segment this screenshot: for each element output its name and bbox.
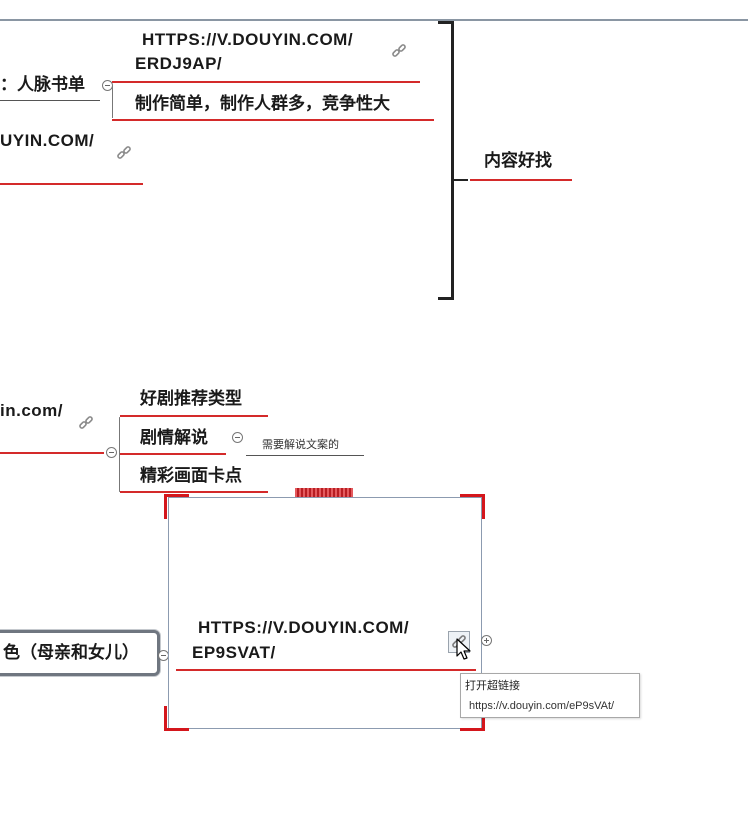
desc-topic[interactable]: 制作简单，制作人群多，竞争性大	[135, 94, 390, 113]
topic-underline	[120, 415, 268, 417]
bracket-top	[438, 21, 454, 24]
url-topic-line2[interactable]: ERDJ9AP/	[135, 54, 223, 73]
partial-url-topic[interactable]: UYIN.COM/	[0, 131, 95, 150]
note-underline	[246, 455, 364, 456]
hyperlink-icon[interactable]	[391, 43, 407, 59]
collapse-toggle[interactable]	[232, 432, 243, 443]
expand-toggle[interactable]	[481, 635, 492, 646]
tooltip-url[interactable]: https://v.douyin.com/eP9sVAt/	[469, 700, 615, 712]
selection-corner	[164, 494, 189, 497]
summary-bracket	[451, 21, 454, 300]
selection-corner	[460, 494, 485, 497]
selection-box[interactable]	[168, 497, 482, 729]
selection-corner	[482, 706, 485, 731]
hyperlink-tooltip: 打开超链接 https://v.douyin.com/eP9sVAt/	[460, 673, 640, 718]
child-topic-juqing[interactable]: 剧情解说	[140, 428, 208, 447]
partial-url-topic[interactable]: in.com/	[0, 401, 64, 420]
framed-topic[interactable]: 色（母亲和女儿）	[0, 630, 160, 676]
topic-underline	[0, 183, 143, 185]
url-topic-line1[interactable]: HTTPS://V.DOUYIN.COM/	[142, 30, 354, 49]
connector-line	[119, 417, 120, 492]
child-topic-jingcai[interactable]: 精彩画面卡点	[140, 466, 242, 485]
child-topic-haoju[interactable]: 好剧推荐类型	[140, 389, 242, 408]
tooltip-title: 打开超链接	[465, 680, 520, 692]
top-border	[0, 19, 748, 21]
selection-corner	[164, 728, 189, 731]
summary-topic[interactable]: 内容好找	[484, 151, 552, 170]
selected-url-line1[interactable]: HTTPS://V.DOUYIN.COM/	[198, 618, 410, 637]
connector-line	[0, 100, 100, 101]
topic-underline	[176, 669, 476, 671]
topic-underline	[112, 119, 434, 121]
bracket-tick	[454, 179, 468, 181]
topic-underline	[0, 452, 104, 454]
selection-corner	[164, 494, 167, 519]
hyperlink-icon[interactable]	[78, 415, 94, 431]
selection-corner	[164, 706, 167, 731]
collapse-toggle[interactable]	[102, 80, 113, 91]
resize-handle-top[interactable]	[295, 488, 353, 497]
collapse-toggle[interactable]	[106, 447, 117, 458]
bracket-bottom	[438, 297, 454, 300]
selected-url-line2[interactable]: EP9SVAT/	[192, 643, 276, 662]
hyperlink-icon[interactable]	[116, 145, 132, 161]
pointer-cursor-icon	[456, 638, 471, 660]
topic-underline	[470, 179, 572, 181]
topic-underline	[120, 453, 226, 455]
topic-underline	[112, 81, 420, 83]
partial-topic-renmai[interactable]: ：人脉书单	[0, 75, 85, 94]
framed-topic-label: 色（母亲和女儿）	[3, 643, 139, 662]
topic-underline	[120, 491, 268, 493]
connector-line	[112, 86, 113, 118]
selection-corner	[482, 494, 485, 519]
selection-corner	[460, 728, 485, 731]
note-topic[interactable]: 需要解说文案的	[262, 439, 339, 451]
